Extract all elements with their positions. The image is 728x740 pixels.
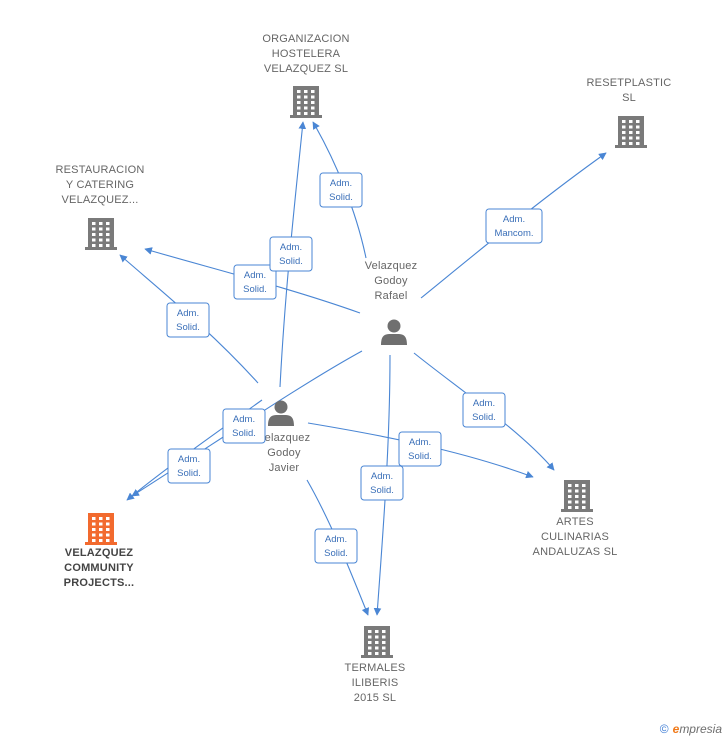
node-label-org: ORGANIZACION	[262, 33, 349, 45]
node-label-org: VELAZQUEZ SL	[264, 63, 348, 75]
node-label-vcp: COMMUNITY	[64, 562, 134, 574]
node-org[interactable]: ORGANIZACION HOSTELERA VELAZQUEZ SL	[262, 33, 349, 118]
edge-label-javier-org[interactable]: Adm. Solid.	[269, 236, 313, 272]
node-label-termales: 2015 SL	[354, 692, 396, 704]
edge-label-box	[233, 264, 277, 300]
edge-label-text: Solid.	[324, 548, 348, 559]
building-icon	[615, 116, 647, 148]
person-icon	[381, 319, 407, 345]
edge-label-text: Solid.	[370, 485, 394, 496]
building-icon	[361, 626, 393, 658]
node-label-javier: Godoy	[267, 447, 301, 459]
edge-label-text: Solid.	[243, 284, 267, 295]
edge-label-rafael-artes[interactable]: Adm. Solid.	[462, 392, 506, 428]
edge-label-box	[485, 208, 543, 244]
node-label-org: HOSTELERA	[272, 48, 341, 60]
node-label-artes: CULINARIAS	[541, 531, 609, 543]
edge-label-text: Adm.	[409, 437, 431, 448]
building-icon	[290, 86, 322, 118]
brand-logo-e: e	[672, 722, 680, 736]
edge-label-text: Solid.	[472, 412, 496, 423]
edge-label-text: Adm.	[503, 214, 525, 225]
edge-label-rafael-org[interactable]: Adm. Solid.	[319, 172, 363, 208]
building-icon	[561, 480, 593, 512]
edge-label-javier-termales[interactable]: Adm. Solid.	[314, 528, 358, 564]
edge-label-rafael-vcp[interactable]: Adm. Solid.	[222, 408, 266, 444]
node-rest[interactable]: RESTAURACION Y CATERING VELAZQUEZ...	[56, 164, 145, 250]
edge-label-box	[319, 172, 363, 208]
edge-label-javier-vcp[interactable]: Adm. Solid.	[167, 448, 211, 484]
edge-label-text: Mancom.	[494, 228, 533, 239]
edge-label-text: Adm.	[330, 178, 352, 189]
edge-label-text: Solid.	[232, 428, 256, 439]
node-label-termales: TERMALES	[345, 662, 406, 674]
edge-label-text: Adm.	[371, 471, 393, 482]
edge-label-text: Adm.	[280, 242, 302, 253]
edge-label-box	[462, 392, 506, 428]
footer-credit: © empresia	[660, 722, 722, 736]
node-label-rafael: Godoy	[374, 275, 408, 287]
edge-label-box	[167, 448, 211, 484]
person-icon	[268, 400, 294, 426]
edge-label-rafael-reset[interactable]: Adm. Mancom.	[485, 208, 543, 244]
copyright-symbol: ©	[659, 722, 669, 736]
node-label-rafael: Rafael	[375, 290, 408, 302]
node-label-artes: ANDALUZAS SL	[533, 546, 618, 558]
node-label-vcp: VELAZQUEZ	[65, 547, 133, 559]
node-label-rest: VELAZQUEZ...	[62, 194, 139, 206]
edge-label-box	[222, 408, 266, 444]
edge-label-text: Solid.	[408, 451, 432, 462]
node-reset[interactable]: RESETPLASTIC SL	[587, 77, 672, 148]
node-label-reset: RESETPLASTIC	[587, 77, 672, 89]
node-label-rest: RESTAURACION	[56, 164, 145, 176]
edge-label-javier-artes[interactable]: Adm. Solid.	[398, 431, 442, 467]
edges-layer	[119, 121, 607, 616]
node-label-javier: Javier	[269, 462, 300, 474]
node-vcp[interactable]: VELAZQUEZ COMMUNITY PROJECTS...	[64, 513, 135, 589]
edge-label-box	[398, 431, 442, 467]
node-label-rafael: Velazquez	[365, 260, 418, 272]
node-label-javier: Velazquez	[258, 432, 311, 444]
edge-label-text: Adm.	[473, 398, 495, 409]
node-artes[interactable]: ARTES CULINARIAS ANDALUZAS SL	[533, 480, 618, 558]
edge-label-javier-rest[interactable]: Adm. Solid.	[166, 302, 210, 338]
edge-label-text: Adm.	[178, 454, 200, 465]
node-label-termales: ILIBERIS	[352, 677, 399, 689]
edge-label-text: Solid.	[329, 192, 353, 203]
edge-label-box	[314, 528, 358, 564]
edge-label-text: Adm.	[325, 534, 347, 545]
edge-label-box	[166, 302, 210, 338]
brand-logo-text: mpresia	[679, 722, 722, 736]
edge-label-rafael-rest[interactable]: Adm. Solid.	[233, 264, 277, 300]
node-termales[interactable]: TERMALES ILIBERIS 2015 SL	[345, 626, 406, 704]
edge-label-rafael-termales[interactable]: Adm. Solid.	[360, 465, 404, 501]
edge-labels-layer: Adm. Solid. Adm. Mancom. Adm. Solid. Adm. Solid…	[166, 172, 543, 564]
building-icon	[85, 513, 117, 545]
building-icon	[85, 218, 117, 250]
edge-label-text: Solid.	[279, 256, 303, 267]
node-label-artes: ARTES	[556, 516, 593, 528]
brand-logo[interactable]: empresia	[673, 722, 722, 736]
node-label-rest: Y CATERING	[66, 179, 134, 191]
node-label-vcp: PROJECTS...	[64, 577, 135, 589]
edge-label-box	[360, 465, 404, 501]
edge-label-text: Solid.	[177, 468, 201, 479]
edge-label-text: Solid.	[176, 322, 200, 333]
edge-label-box	[269, 236, 313, 272]
node-label-reset: SL	[622, 92, 636, 104]
edge-label-text: Adm.	[177, 308, 199, 319]
edge-label-text: Adm.	[244, 270, 266, 281]
edge-label-text: Adm.	[233, 414, 255, 425]
